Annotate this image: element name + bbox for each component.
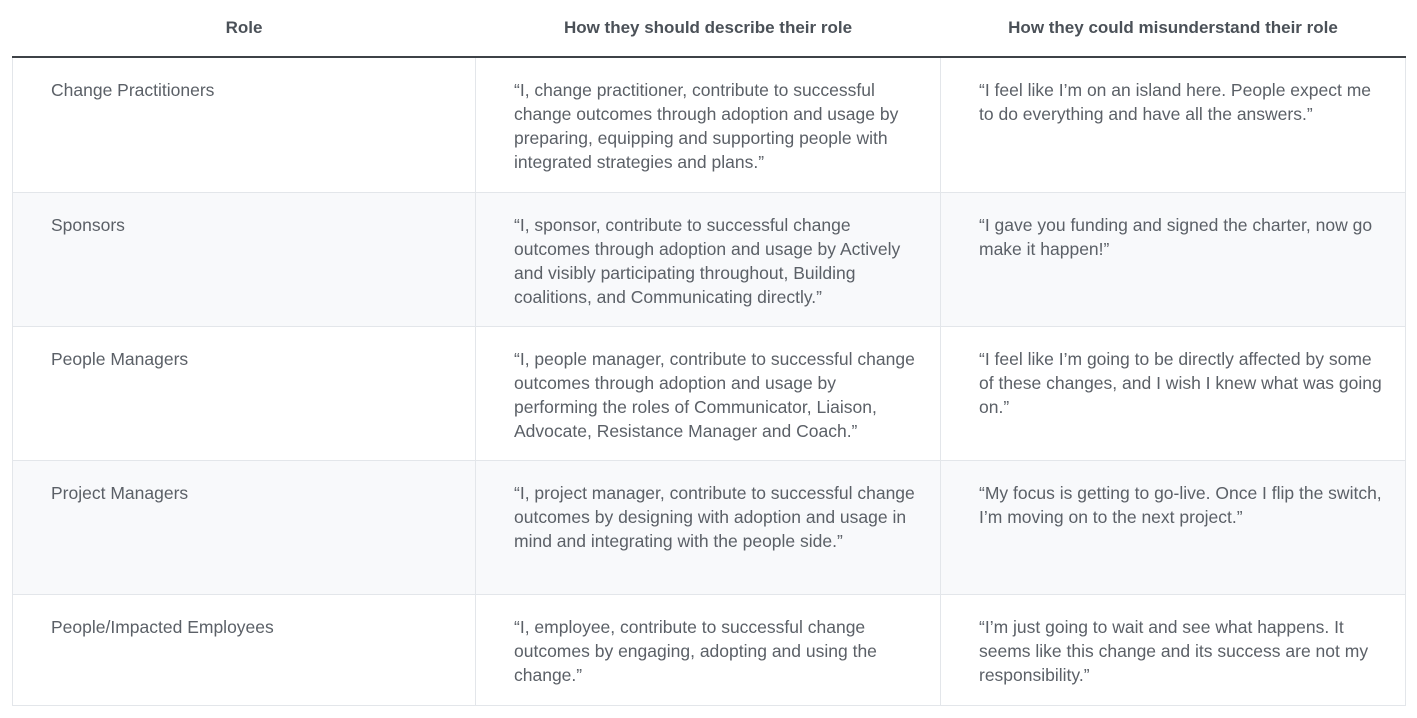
roles-table-container: Role How they should describe their role… (12, 0, 1406, 706)
column-header-role: Role (12, 0, 476, 58)
header-row: Role How they should describe their role… (12, 0, 1406, 58)
table-row: Project Managers “I, project manager, co… (12, 460, 1406, 595)
roles-table: Role How they should describe their role… (12, 0, 1406, 706)
table-header: Role How they should describe their role… (12, 0, 1406, 58)
table-row: Sponsors “I, sponsor, contribute to succ… (12, 192, 1406, 327)
misunderstand-cell: “I’m just going to wait and see what hap… (940, 594, 1406, 706)
table-row: Change Practitioners “I, change practiti… (12, 57, 1406, 193)
role-cell: People/Impacted Employees (12, 594, 476, 706)
table-row: People/Impacted Employees “I, employee, … (12, 594, 1406, 706)
column-header-describe: How they should describe their role (475, 0, 941, 58)
describe-cell: “I, sponsor, contribute to successful ch… (475, 192, 941, 327)
misunderstand-cell: “I feel like I’m going to be directly af… (940, 326, 1406, 461)
role-cell: Sponsors (12, 192, 476, 327)
misunderstand-cell: “I feel like I’m on an island here. Peop… (940, 57, 1406, 193)
column-header-misunderstand: How they could misunderstand their role (940, 0, 1406, 58)
describe-cell: “I, people manager, contribute to succes… (475, 326, 941, 461)
misunderstand-cell: “I gave you funding and signed the chart… (940, 192, 1406, 327)
role-cell: People Managers (12, 326, 476, 461)
misunderstand-cell: “My focus is getting to go-live. Once I … (940, 460, 1406, 595)
describe-cell: “I, change practitioner, contribute to s… (475, 57, 941, 193)
describe-cell: “I, project manager, contribute to succe… (475, 460, 941, 595)
table-body: Change Practitioners “I, change practiti… (12, 57, 1406, 706)
role-cell: Project Managers (12, 460, 476, 595)
role-cell: Change Practitioners (12, 57, 476, 193)
table-row: People Managers “I, people manager, cont… (12, 326, 1406, 461)
describe-cell: “I, employee, contribute to successful c… (475, 594, 941, 706)
